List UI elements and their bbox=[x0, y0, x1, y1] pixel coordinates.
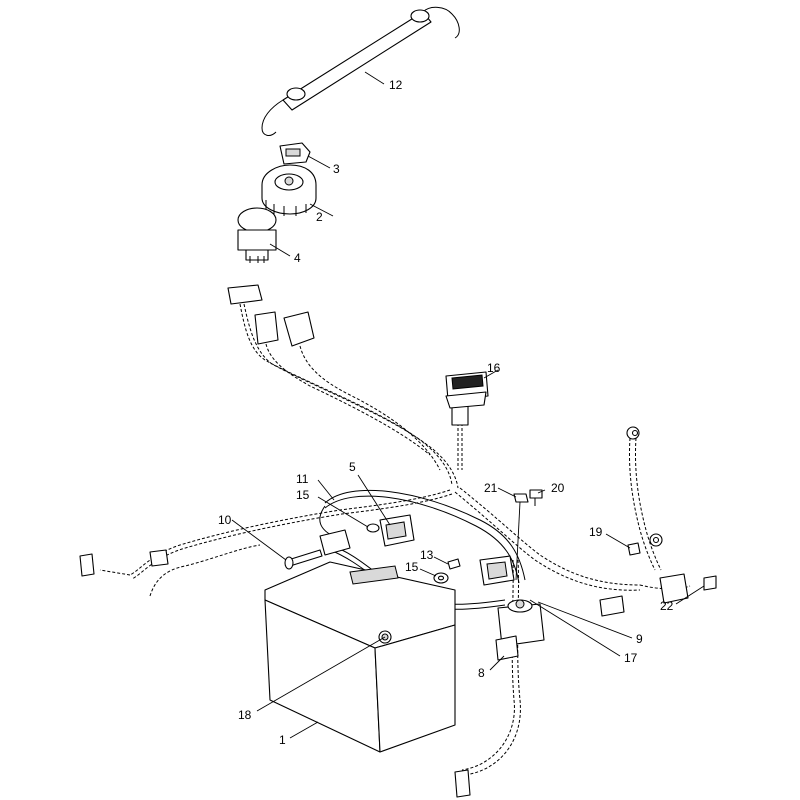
battery bbox=[264, 561, 456, 753]
harness-connectors-upper bbox=[227, 284, 315, 347]
callout-1: 1 bbox=[279, 733, 286, 747]
callout-4: 4 bbox=[294, 251, 301, 265]
callout-2: 2 bbox=[316, 210, 323, 224]
callout-18: 18 bbox=[238, 708, 252, 722]
pto-switch bbox=[237, 207, 277, 263]
callout-15-upper: 15 bbox=[296, 488, 310, 502]
nut-19 bbox=[627, 542, 641, 556]
callout-19: 19 bbox=[589, 525, 603, 539]
ignition-key bbox=[279, 142, 311, 165]
screw-13 bbox=[447, 558, 461, 570]
callout-3: 3 bbox=[333, 162, 340, 176]
hardware bbox=[366, 489, 717, 591]
ignition-switch bbox=[261, 164, 317, 216]
fuse-holder bbox=[379, 514, 415, 547]
callout-15-lower: 15 bbox=[405, 560, 419, 574]
callout-17: 17 bbox=[624, 651, 638, 665]
callout-10: 10 bbox=[218, 513, 232, 527]
callout-16: 16 bbox=[487, 361, 501, 375]
washer-15-upper bbox=[366, 523, 380, 533]
callout-20: 20 bbox=[551, 481, 565, 495]
callout-13: 13 bbox=[420, 548, 434, 562]
callout-labels: 12 3 2 4 16 5 11 15 10 13 15 21 20 19 22… bbox=[218, 78, 674, 747]
callout-9: 9 bbox=[636, 632, 643, 646]
callout-22: 22 bbox=[660, 599, 674, 613]
harness-end-connectors bbox=[79, 404, 640, 798]
starter-solenoid bbox=[495, 599, 545, 661]
leader-lines bbox=[231, 71, 705, 739]
nut-21 bbox=[513, 493, 529, 503]
callout-21: 21 bbox=[484, 481, 498, 495]
hour-meter bbox=[445, 371, 489, 409]
bolt-10 bbox=[284, 549, 323, 570]
callout-5: 5 bbox=[349, 460, 356, 474]
screw-20 bbox=[529, 489, 543, 499]
callout-11: 11 bbox=[296, 472, 309, 486]
callout-8: 8 bbox=[478, 666, 485, 680]
callout-12: 12 bbox=[389, 78, 403, 92]
screw-22 bbox=[703, 575, 717, 591]
strap-with-hooks bbox=[261, 6, 460, 136]
relay-and-connectors bbox=[479, 555, 689, 617]
